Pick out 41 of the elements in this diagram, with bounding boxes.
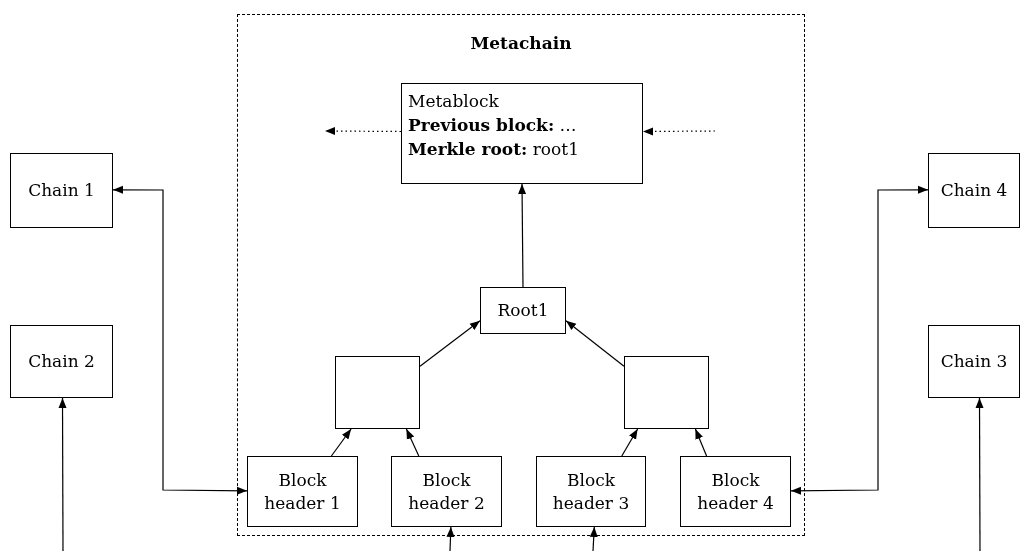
dotted-arrow — [324, 127, 402, 136]
empty-box — [624, 356, 709, 429]
metachain-container — [237, 14, 805, 536]
chain-box — [928, 325, 1020, 398]
arrow — [589, 526, 598, 551]
node-label: Root1 — [497, 299, 549, 322]
arrow — [405, 428, 420, 457]
arrow — [790, 185, 929, 495]
metablock-box — [401, 83, 643, 184]
arrow — [58, 397, 67, 551]
chain-box — [928, 153, 1020, 228]
arrow — [419, 320, 481, 367]
block-header-box — [680, 456, 791, 527]
arrow — [975, 397, 984, 551]
node-label: Chain 2 — [28, 350, 95, 373]
block-title: Metablock — [408, 90, 500, 113]
block-header-box — [391, 456, 502, 527]
node-label: Block header 4 — [696, 468, 775, 515]
node-label: Chain 1 — [28, 179, 95, 202]
arrow — [621, 428, 639, 457]
dotted-arrow — [642, 127, 716, 136]
arrow — [330, 428, 352, 457]
arrow — [694, 428, 708, 457]
block-field: Previous block: … — [408, 113, 636, 138]
block-header-box — [536, 456, 646, 527]
node-label: Block header 2 — [407, 468, 486, 515]
block-header-box — [247, 456, 358, 527]
container-title: Metachain — [469, 33, 573, 53]
arrow — [112, 185, 248, 495]
empty-box — [335, 356, 420, 429]
node-label: Chain 3 — [940, 350, 1008, 373]
node-label: Block header 3 — [551, 468, 631, 515]
arrow — [518, 183, 527, 288]
block-field: Merkle root: root1 — [408, 137, 636, 162]
arrow — [446, 526, 455, 551]
node-label: Chain 4 — [940, 179, 1008, 202]
chain-box — [10, 325, 113, 398]
arrow — [565, 320, 625, 367]
node-label: Block header 1 — [263, 468, 342, 515]
root-box — [480, 287, 566, 334]
chain-box — [10, 153, 113, 228]
